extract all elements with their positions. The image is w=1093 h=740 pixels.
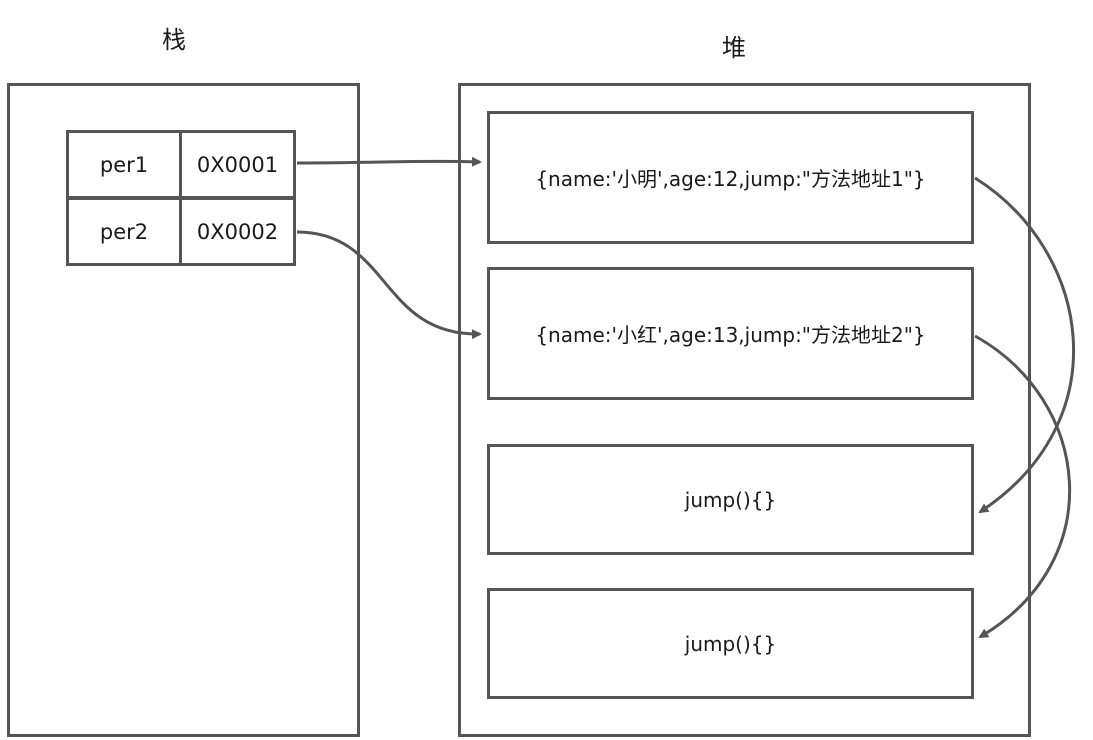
heap-object-2: {name:'小红',age:13,jump:"方法地址2"} bbox=[487, 267, 974, 400]
stack-var-per1: per1 bbox=[66, 130, 182, 199]
stack-addr-per1: 0X0001 bbox=[179, 130, 296, 199]
heap-object-1: {name:'小明',age:12,jump:"方法地址1"} bbox=[487, 111, 974, 244]
heap-function-1: jump(){} bbox=[487, 444, 974, 555]
heap-title: 堆 bbox=[722, 34, 746, 62]
stack-region bbox=[7, 83, 360, 737]
stack-addr-per2: 0X0002 bbox=[179, 197, 296, 266]
heap-function-2: jump(){} bbox=[487, 588, 974, 699]
stack-title: 栈 bbox=[162, 26, 186, 54]
stack-var-per2: per2 bbox=[66, 197, 182, 266]
